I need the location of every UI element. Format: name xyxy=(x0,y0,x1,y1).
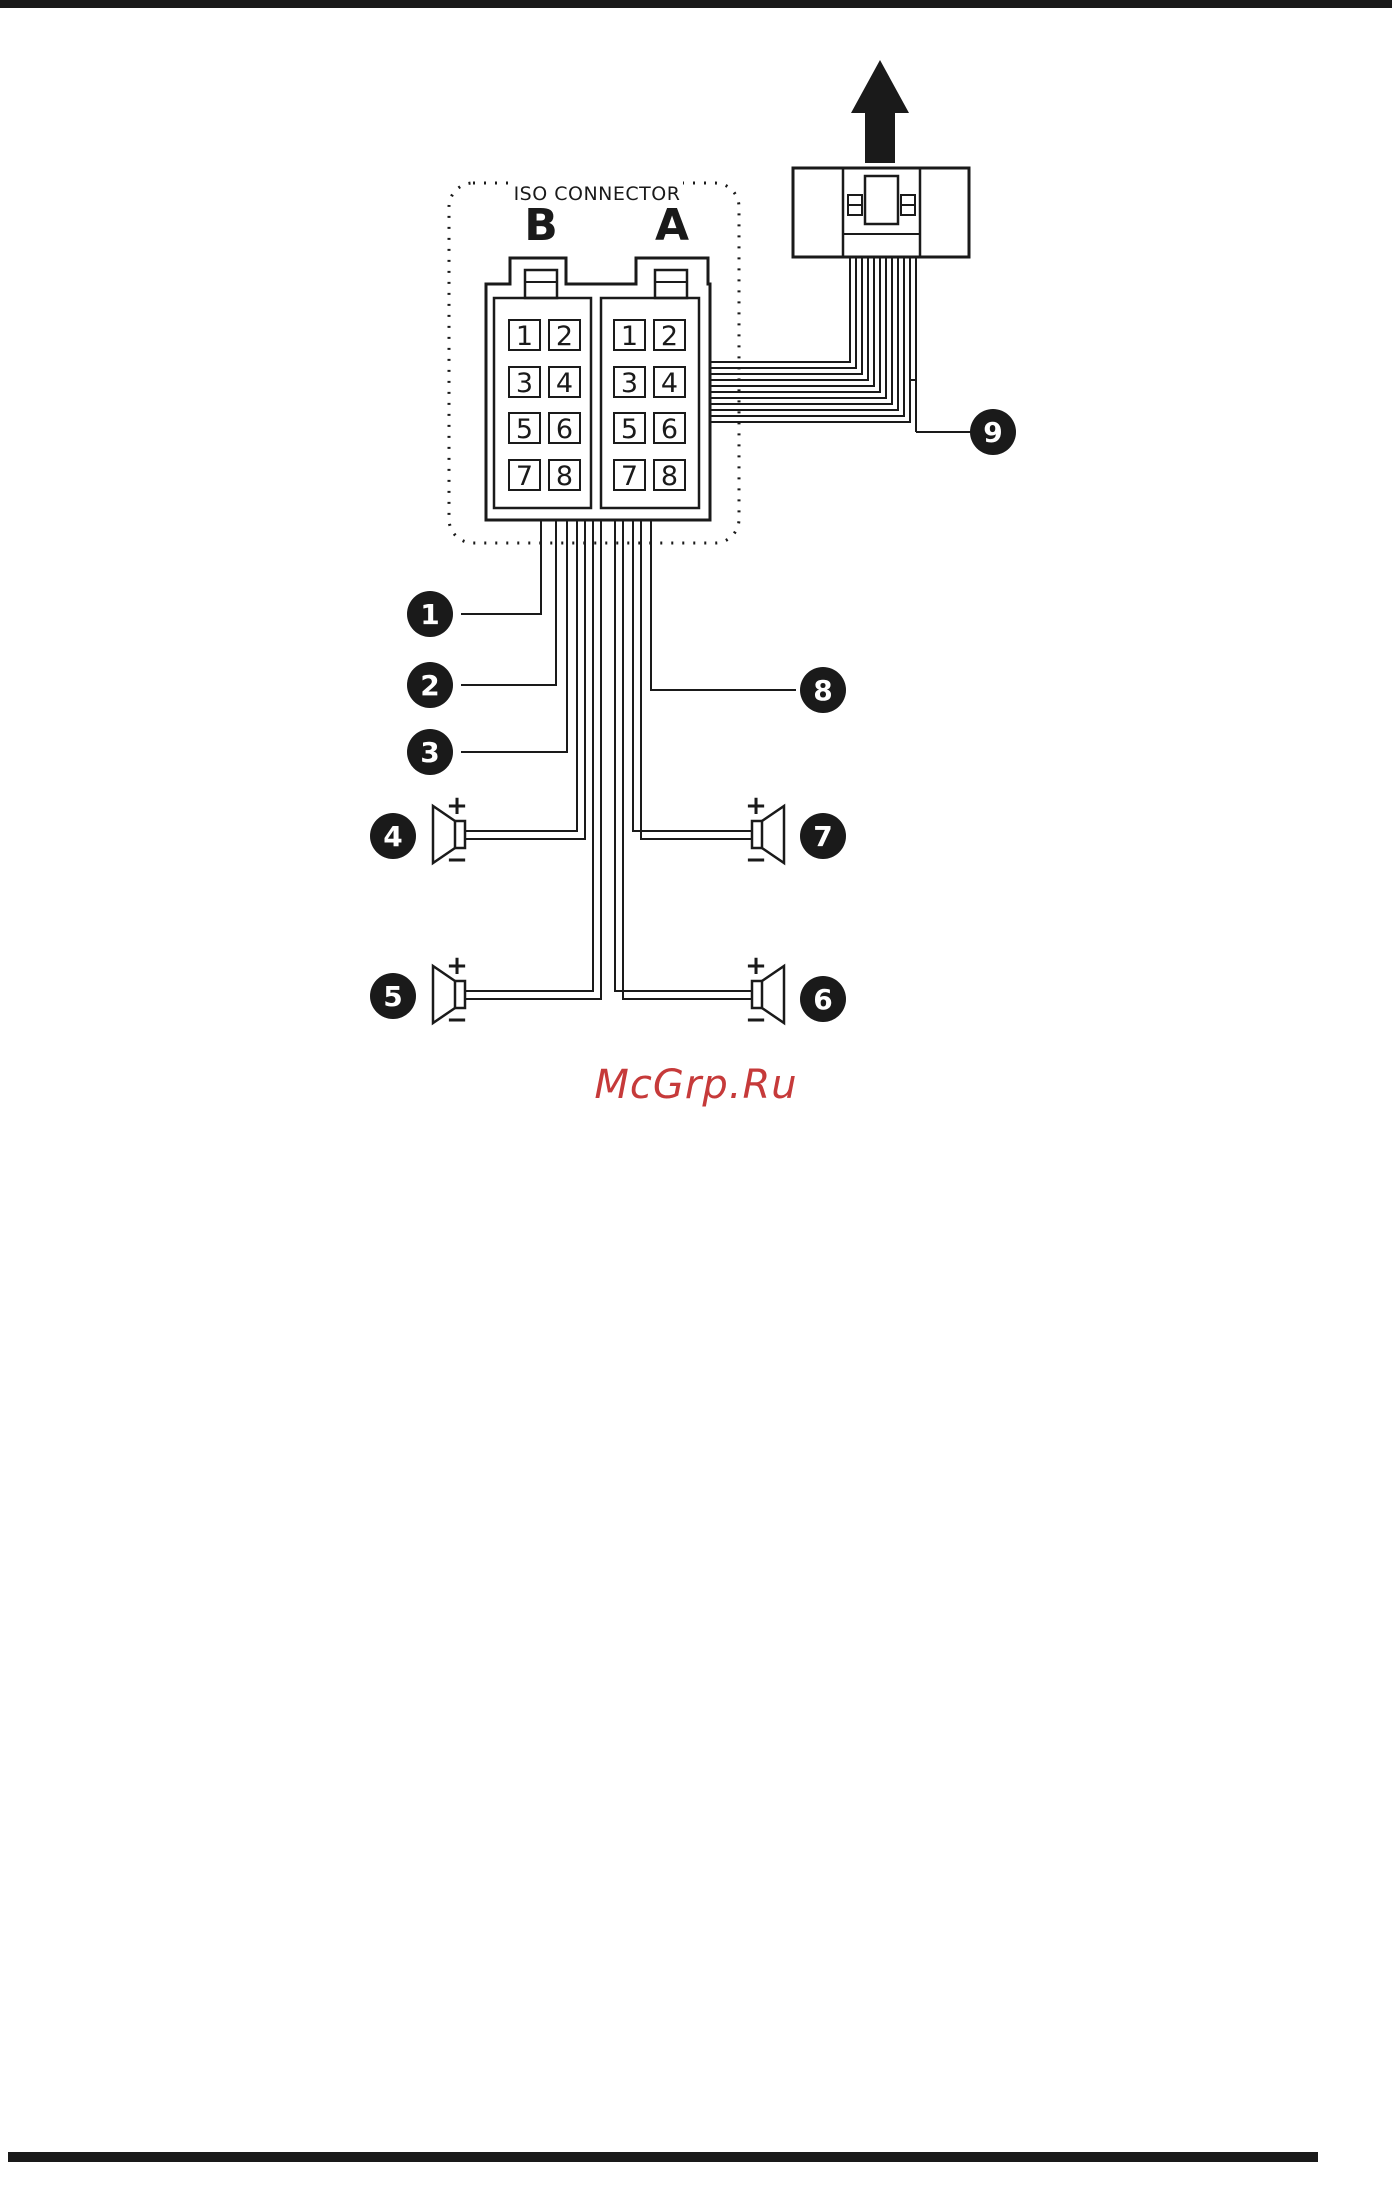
pin-a-7: 7 xyxy=(621,461,638,492)
pin-b-2: 2 xyxy=(556,321,573,352)
pin-b-6: 6 xyxy=(556,414,573,445)
wire-harness-ribbon xyxy=(710,257,916,432)
pin-a-3: 3 xyxy=(621,368,638,399)
svg-text:1: 1 xyxy=(420,598,439,631)
pin-b-3: 3 xyxy=(516,368,533,399)
bottom-rule xyxy=(8,2152,1318,2162)
svg-text:6: 6 xyxy=(813,983,832,1016)
pin-a-6: 6 xyxy=(661,414,678,445)
iso-connector-outline xyxy=(449,183,739,543)
svg-text:8: 8 xyxy=(813,674,832,707)
pin-b-5: 5 xyxy=(516,414,533,445)
arrow-up-icon xyxy=(851,60,909,163)
callout-8: 8 xyxy=(800,667,846,713)
svg-text:2: 2 xyxy=(420,669,439,702)
speaker-6-minus: − xyxy=(745,1005,767,1035)
pin-b-7: 7 xyxy=(516,461,533,492)
pin-a-5: 5 xyxy=(621,414,638,445)
speaker-4-minus: − xyxy=(446,845,468,875)
svg-text:3: 3 xyxy=(420,736,439,769)
callout-7: 7 xyxy=(800,813,846,859)
pins-block-b: 1 2 3 4 5 6 7 8 xyxy=(509,320,580,492)
speaker-6-plus: + xyxy=(745,951,767,981)
callout-3: 3 xyxy=(407,729,453,775)
svg-text:9: 9 xyxy=(983,416,1002,449)
block-a-label: A xyxy=(655,200,689,251)
pin-b-8: 8 xyxy=(556,461,573,492)
speaker-7-plus: + xyxy=(745,791,767,821)
svg-text:5: 5 xyxy=(383,980,402,1013)
speaker-7-minus: − xyxy=(745,845,767,875)
callout-6: 6 xyxy=(800,976,846,1022)
pin-b-4: 4 xyxy=(556,368,573,399)
latch-a xyxy=(655,270,687,298)
wire-bundle-bottom xyxy=(461,520,796,999)
callout-5: 5 xyxy=(370,973,416,1019)
pins-block-a: 1 2 3 4 5 6 7 8 xyxy=(614,320,685,492)
callout-4: 4 xyxy=(370,813,416,859)
head-unit-plug xyxy=(793,168,969,257)
pin-a-8: 8 xyxy=(661,461,678,492)
pin-b-1: 1 xyxy=(516,321,533,352)
latch-b xyxy=(525,270,557,298)
speaker-5-minus: − xyxy=(446,1005,468,1035)
pin-a-2: 2 xyxy=(661,321,678,352)
callout-9: 9 xyxy=(970,409,1016,455)
pin-a-4: 4 xyxy=(661,368,678,399)
speaker-5-plus: + xyxy=(446,951,468,981)
svg-text:4: 4 xyxy=(383,820,402,853)
block-b-label: B xyxy=(524,200,558,251)
svg-text:7: 7 xyxy=(813,820,832,853)
watermark: McGrp.Ru xyxy=(0,1062,1392,1108)
callout-2: 2 xyxy=(407,662,453,708)
speaker-4-plus: + xyxy=(446,791,468,821)
pin-a-1: 1 xyxy=(621,321,638,352)
callout-1: 1 xyxy=(407,591,453,637)
